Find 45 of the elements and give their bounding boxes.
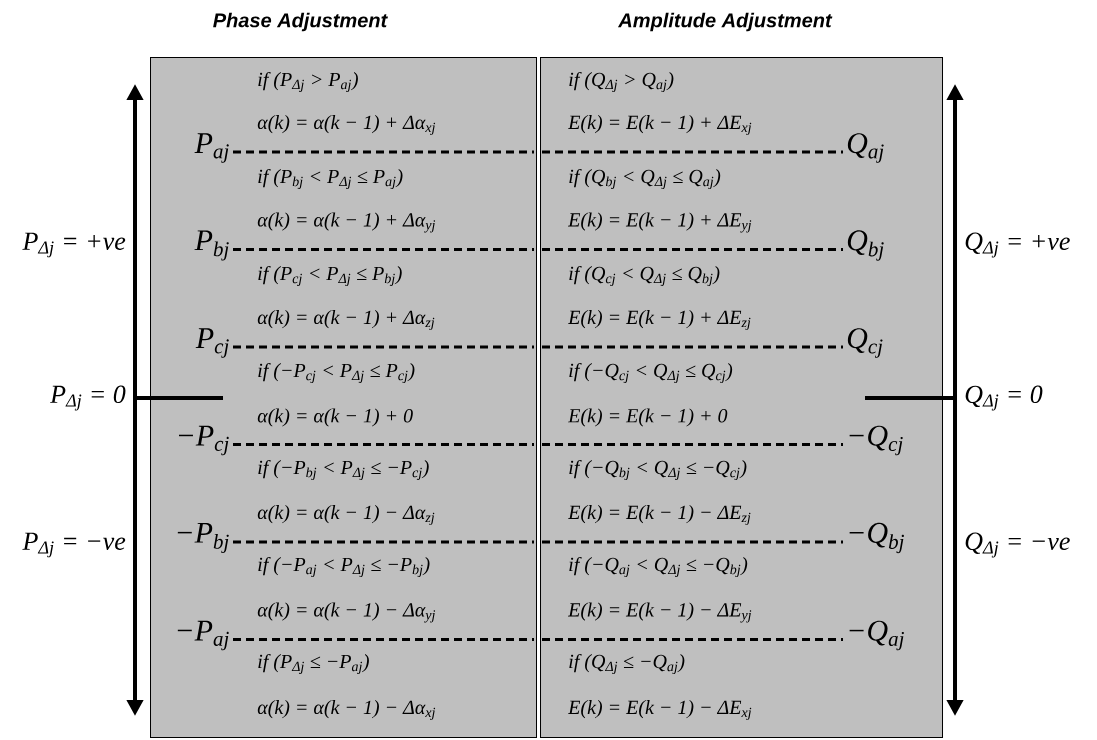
threshold-label: −P$_{bj}$ <box>177 522 229 554</box>
level-label: P$_{Δj}$ = −ve <box>22 532 126 558</box>
formula: α(k) = α(k − 1) − Δα$_{zj}$ <box>257 505 435 525</box>
threshold-label: −P$_{aj}$ <box>177 620 229 651</box>
threshold-label: −Q$_{cj}$ <box>849 425 903 456</box>
threshold-label: −P$_{cj}$ <box>179 425 229 456</box>
threshold-label: P$_{cj}$ <box>195 328 229 358</box>
heading: Phase Adjustment <box>213 12 388 32</box>
formula: if (−P$_{bj}$ < P$_{Δj}$ ≤ −P$_{cj}$) <box>258 459 429 481</box>
level-label: P$_{Δj}$ = +ve <box>22 232 126 258</box>
heading: Amplitude Adjustment <box>617 12 833 32</box>
formula: if (Q$_{Δj}$ ≤ −Q$_{aj}$) <box>569 653 685 675</box>
formula: E(k) = E(k − 1) − ΔE$_{yj}$ <box>567 602 752 623</box>
formula: if (−P$_{cj}$ < P$_{Δj}$ ≤ P$_{cj}$) <box>258 362 415 384</box>
formula: E(k) = E(k − 1) + ΔE$_{xj}$ <box>567 115 752 135</box>
formula: α(k) = α(k − 1) − Δα$_{xj}$ <box>257 700 436 720</box>
formula: E(k) = E(k − 1) + ΔE$_{zj}$ <box>567 310 751 330</box>
threshold-label: −Q$_{bj}$ <box>849 522 904 554</box>
formula: α(k) = α(k − 1) + Δα$_{yj}$ <box>257 212 436 233</box>
threshold-label: Q$_{cj}$ <box>847 328 883 358</box>
formula: if (−Q$_{cj}$ < Q$_{Δj}$ ≤ Q$_{cj}$) <box>569 362 733 384</box>
formula: if (−P$_{aj}$ < P$_{Δj}$ ≤ −P$_{bj}$) <box>258 556 430 578</box>
threshold-label: P$_{aj}$ <box>194 133 229 163</box>
formula: α(k) = α(k − 1) + Δα$_{xj}$ <box>257 115 436 135</box>
formula: if (Q$_{Δj}$ > Q$_{aj}$) <box>569 71 674 93</box>
formula: if (Q$_{bj}$ < Q$_{Δj}$ ≤ Q$_{aj}$) <box>569 168 721 190</box>
formula: α(k) = α(k − 1) + Δα$_{zj}$ <box>257 310 435 330</box>
threshold-label: Q$_{aj}$ <box>847 133 884 163</box>
formula: E(k) = E(k − 1) + 0 <box>567 408 728 427</box>
threshold-label: Q$_{bj}$ <box>847 230 884 261</box>
formula: α(k) = α(k − 1) + 0 <box>257 408 413 427</box>
formula: E(k) = E(k − 1) − ΔE$_{xj}$ <box>567 700 752 720</box>
threshold-label: P$_{bj}$ <box>194 230 229 261</box>
level-label: P$_{Δj}$ = 0 <box>50 385 126 411</box>
formula: if (P$_{Δj}$ > P$_{aj}$) <box>258 71 358 93</box>
formula: if (−Q$_{bj}$ < Q$_{Δj}$ ≤ −Q$_{cj}$) <box>569 459 747 481</box>
formula: if (P$_{cj}$ < P$_{Δj}$ ≤ P$_{bj}$) <box>258 265 402 287</box>
formula: if (Q$_{cj}$ < Q$_{Δj}$ ≤ Q$_{bj}$) <box>569 265 720 287</box>
threshold-label: −Q$_{aj}$ <box>849 620 904 651</box>
formula: if (P$_{bj}$ < P$_{Δj}$ ≤ P$_{aj}$) <box>258 168 403 190</box>
formula: E(k) = E(k − 1) + ΔE$_{yj}$ <box>567 212 752 233</box>
formula: α(k) = α(k − 1) − Δα$_{yj}$ <box>257 602 436 623</box>
formula: E(k) = E(k − 1) − ΔE$_{zj}$ <box>567 505 751 525</box>
formula: if (−Q$_{aj}$ < Q$_{Δj}$ ≤ −Q$_{bj}$) <box>569 556 748 578</box>
formula: if (P$_{Δj}$ ≤ −P$_{aj}$) <box>258 653 369 675</box>
